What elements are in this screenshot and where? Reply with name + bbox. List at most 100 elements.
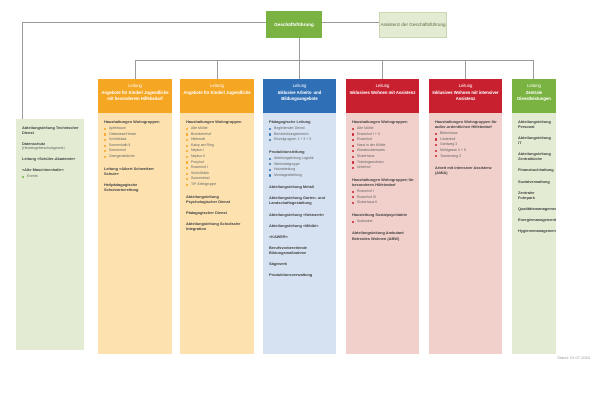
department-group-title: Abteilungsleitung Ambulant Betreutes Woh… <box>352 230 404 241</box>
department-item: Ponyhof <box>186 160 249 166</box>
connector-col4 <box>382 60 383 79</box>
department-group: Haushaltungen Wohngruppen für außer-orde… <box>435 119 497 159</box>
department-item: Zwergenstübche <box>104 154 167 160</box>
staff-group: Abteilungsleitung Technischer Dienst <box>22 125 79 135</box>
department-group: Abteilungsleitung Metall <box>269 184 331 189</box>
department-group: Sägewerk <box>269 261 331 266</box>
department-group-title: Qualitätsmanagement <box>518 205 556 211</box>
staff-group: »Alte Maschinenhalle« Events <box>22 167 79 180</box>
department-title: Angebote für Kinder/ Jugendliche mit bes… <box>101 90 169 101</box>
department-item: Neptun II <box>186 154 249 160</box>
connector-horizontal-bus <box>135 60 533 61</box>
department-group: Energiemanagement <box>518 217 556 222</box>
assistant-label: Assistenz der Geschäftsführung <box>380 22 446 28</box>
department-group-title: Haushaltungen Wohngruppen <box>104 119 160 124</box>
department-group-title: Sozialverwaltung <box>518 178 550 184</box>
connector-col6 <box>533 60 534 79</box>
department-group-title: Abteilungsleitung Garten- und Landschaft… <box>269 195 325 206</box>
department-group-title: Haushaltungen Wohngruppen <box>186 119 242 124</box>
department-item: Neptun I <box>186 148 249 154</box>
department-group: Finanzbuchhaltung <box>518 167 554 172</box>
connector-top-to-left <box>22 22 266 23</box>
department-group: Heilpädagogische Schulvorbereitung <box>104 182 167 192</box>
department-group: Abteilungsleitung Psychologischer Dienst <box>186 194 249 204</box>
department-lead-label: Leitung <box>292 83 307 88</box>
department-title: Zentrale Dienstleistungen <box>517 90 551 101</box>
department-item: Klarabuckenwarts <box>352 148 414 154</box>
department-group-title: Zentraler Fuhrpark <box>518 189 535 200</box>
department-item: Sonnenkalb II <box>104 143 167 149</box>
department-item: Hiebmatt <box>186 137 249 143</box>
department-lead-label: Leitung <box>458 83 473 88</box>
department-group-title: Sägewerk <box>269 260 288 266</box>
department-item: Berufsbildungsbereich <box>269 132 331 138</box>
connector-col2 <box>217 60 218 79</box>
department-group: Abteilungsleitung Zentralküche <box>518 151 551 161</box>
department-group: »KAWER« <box>269 234 331 239</box>
department-body: Haushaltungen Wohngruppen für außer-orde… <box>429 113 502 354</box>
department-item: Sickerhaus II <box>352 200 414 206</box>
staff-group-title: Datenschutz <box>22 141 46 147</box>
department-group-title: Abteilungsleitung IT <box>518 135 551 146</box>
department-group-title: Produktionsleitung <box>269 148 305 154</box>
connector-col1 <box>135 60 136 79</box>
connector-assist <box>322 22 379 23</box>
department-group: Produktionsverwaltung <box>269 272 331 277</box>
department-item: Lindenhof <box>435 137 497 143</box>
connector-col3 <box>299 60 300 79</box>
department-item: TIP-Kleingruppe <box>186 182 249 188</box>
department-item: Obstwiese/Hecke <box>104 132 167 138</box>
department-item: Trainingswohnen <box>352 160 414 166</box>
department-item: Rosenhof I <box>186 165 249 171</box>
department-item: Abteilungsleitung Logistik <box>269 156 331 162</box>
assistant-box: Assistenz der Geschäftsführung <box>379 12 447 38</box>
department-item: Einzelgruppen 1 + 3 + 3 <box>269 137 331 143</box>
department-group-title: Produktionsverwaltung <box>269 272 313 278</box>
department-group-title: Abteilungsleitung Zentralküche <box>518 151 551 162</box>
connector-main-down <box>299 38 300 60</box>
staff-group-subtitle: (Hinweisgeberschutzgesetz) <box>22 146 65 151</box>
connector-col5 <box>465 60 466 79</box>
department-group: Abteilungsleitung Schulische Integration <box>186 221 249 231</box>
department-title: Inklusives Wohnen mit intensiver Assiste… <box>432 90 499 101</box>
department-group: Hygienemanagement <box>518 228 556 233</box>
department-item: Apfelbaum <box>104 126 167 132</box>
department-item: Tannenweg 3 <box>435 154 497 160</box>
department-item: Montageabteilung <box>269 173 331 179</box>
department-item: Brombeerhof <box>186 132 249 138</box>
department-title: Angebote für Kinder/ Jugendliche <box>183 90 251 96</box>
department-group-title: »KAWER« <box>269 233 288 239</box>
date-stamp: Stand: 01.07.2024 <box>557 355 590 360</box>
department-group-title: Leitung »Albert Schweitzer Schule« <box>104 165 154 176</box>
staff-item: Events <box>22 174 79 180</box>
department-item: Sickerhaus <box>352 154 414 160</box>
department-item: Alte Mühle <box>186 126 249 132</box>
department-item: Sonnenhof <box>104 148 167 154</box>
department-lead-label: Leitung <box>375 83 390 88</box>
staff-group: Datenschutz (Hinweisgeberschutzgesetz) <box>22 141 79 150</box>
department-item: Schloßblick <box>186 171 249 177</box>
department-group-title: Abteilungsleitung »Mildbi« <box>269 222 319 228</box>
department-group: Berufsvorbereitende Bildungsmaßnahme <box>269 245 331 255</box>
department-group: Arbeit mit intensiver Assistenz (AMIA) <box>435 165 497 175</box>
department-group-title: Berufsvorbereitende Bildungsmaßnahme <box>269 244 308 255</box>
department-group: Abteilungsleitung Personal <box>518 119 551 129</box>
department-group: Abteilungsleitung Ambulant Betreutes Woh… <box>352 230 414 240</box>
department-group: Haushaltungen Wohngruppen für besonderen… <box>352 177 414 206</box>
management-label: Geschäftsführung <box>274 21 314 27</box>
department-group: Abteilungsleitung Garten- und Landschaft… <box>269 195 331 205</box>
department-item: Sudewind <box>352 219 414 225</box>
department-item: Rosenhof I <box>352 189 414 195</box>
department-group: Pädagogischer Dienst <box>186 210 249 215</box>
